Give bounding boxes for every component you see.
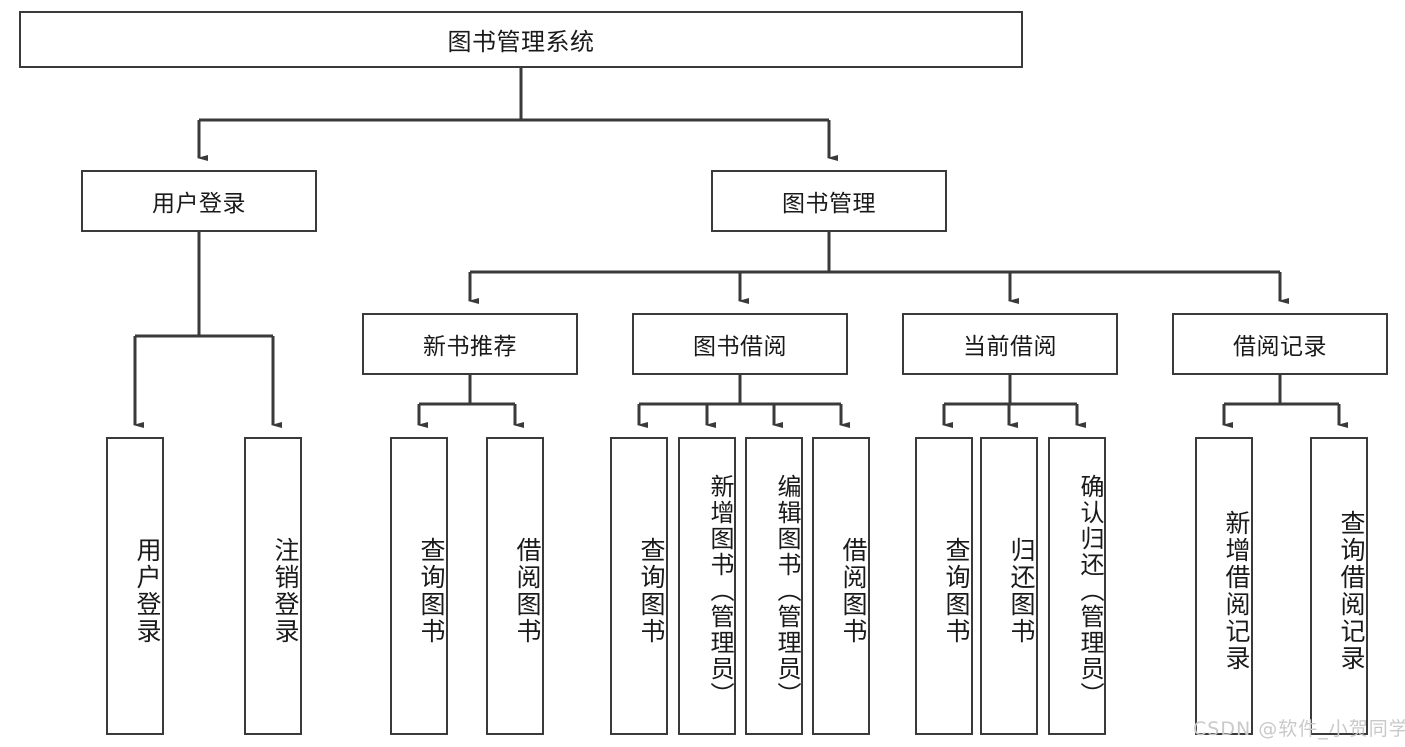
leaf-new-book-query-label: 查询图书 bbox=[417, 537, 446, 645]
node-new-book-recommend[interactable]: 新书推荐 bbox=[362, 313, 578, 375]
leaf-borrow-book-label: 借阅图书 bbox=[839, 537, 868, 645]
leaf-confirm-return-admin[interactable]: 确认归还（管理员） bbox=[1048, 437, 1106, 735]
leaf-add-book-admin-label: 新增图书（管理员） bbox=[706, 474, 734, 708]
leaf-current-query-book-label: 查询图书 bbox=[942, 537, 971, 645]
leaf-confirm-return-admin-label: 确认归还（管理员） bbox=[1076, 474, 1104, 708]
leaf-user-login[interactable]: 用户登录 bbox=[106, 437, 164, 735]
node-book-management[interactable]: 图书管理 bbox=[711, 170, 947, 232]
leaf-new-book-borrow-label: 借阅图书 bbox=[513, 537, 542, 645]
leaf-user-logout-label: 注销登录 bbox=[271, 537, 300, 645]
node-book-management-label: 图书管理 bbox=[782, 191, 876, 217]
node-borrow-record-label: 借阅记录 bbox=[1233, 334, 1327, 360]
leaf-borrow-query-book[interactable]: 查询图书 bbox=[610, 437, 668, 735]
leaf-return-book[interactable]: 归还图书 bbox=[980, 437, 1038, 735]
leaf-query-borrow-record-label: 查询借阅记录 bbox=[1337, 510, 1366, 672]
node-book-borrow-label: 图书借阅 bbox=[693, 334, 787, 360]
leaf-new-book-query[interactable]: 查询图书 bbox=[390, 437, 448, 735]
leaf-add-book-admin[interactable]: 新增图书（管理员） bbox=[678, 437, 736, 735]
leaf-edit-book-admin-label: 编辑图书（管理员） bbox=[773, 474, 801, 708]
node-root-label: 图书管理系统 bbox=[447, 28, 595, 56]
node-borrow-record[interactable]: 借阅记录 bbox=[1172, 313, 1388, 375]
leaf-edit-book-admin[interactable]: 编辑图书（管理员） bbox=[745, 437, 803, 735]
node-new-book-recommend-label: 新书推荐 bbox=[423, 334, 517, 360]
leaf-add-borrow-record[interactable]: 新增借阅记录 bbox=[1195, 437, 1253, 735]
leaf-user-logout[interactable]: 注销登录 bbox=[244, 437, 302, 735]
leaf-return-book-label: 归还图书 bbox=[1007, 537, 1036, 645]
leaf-add-borrow-record-label: 新增借阅记录 bbox=[1222, 510, 1251, 672]
node-user-login-label: 用户登录 bbox=[152, 191, 246, 217]
node-current-borrow-label: 当前借阅 bbox=[963, 334, 1057, 360]
node-root[interactable]: 图书管理系统 bbox=[19, 11, 1023, 68]
leaf-user-login-label: 用户登录 bbox=[133, 537, 162, 645]
node-current-borrow[interactable]: 当前借阅 bbox=[902, 313, 1118, 375]
leaf-new-book-borrow[interactable]: 借阅图书 bbox=[486, 437, 544, 735]
leaf-query-borrow-record[interactable]: 查询借阅记录 bbox=[1310, 437, 1368, 735]
node-book-borrow[interactable]: 图书借阅 bbox=[632, 313, 848, 375]
leaf-borrow-query-book-label: 查询图书 bbox=[637, 537, 666, 645]
node-user-login[interactable]: 用户登录 bbox=[81, 170, 317, 232]
leaf-current-query-book[interactable]: 查询图书 bbox=[915, 437, 973, 735]
leaf-borrow-book[interactable]: 借阅图书 bbox=[812, 437, 870, 735]
csdn-watermark: CSDN @软件_小贺同学 bbox=[1193, 718, 1405, 740]
